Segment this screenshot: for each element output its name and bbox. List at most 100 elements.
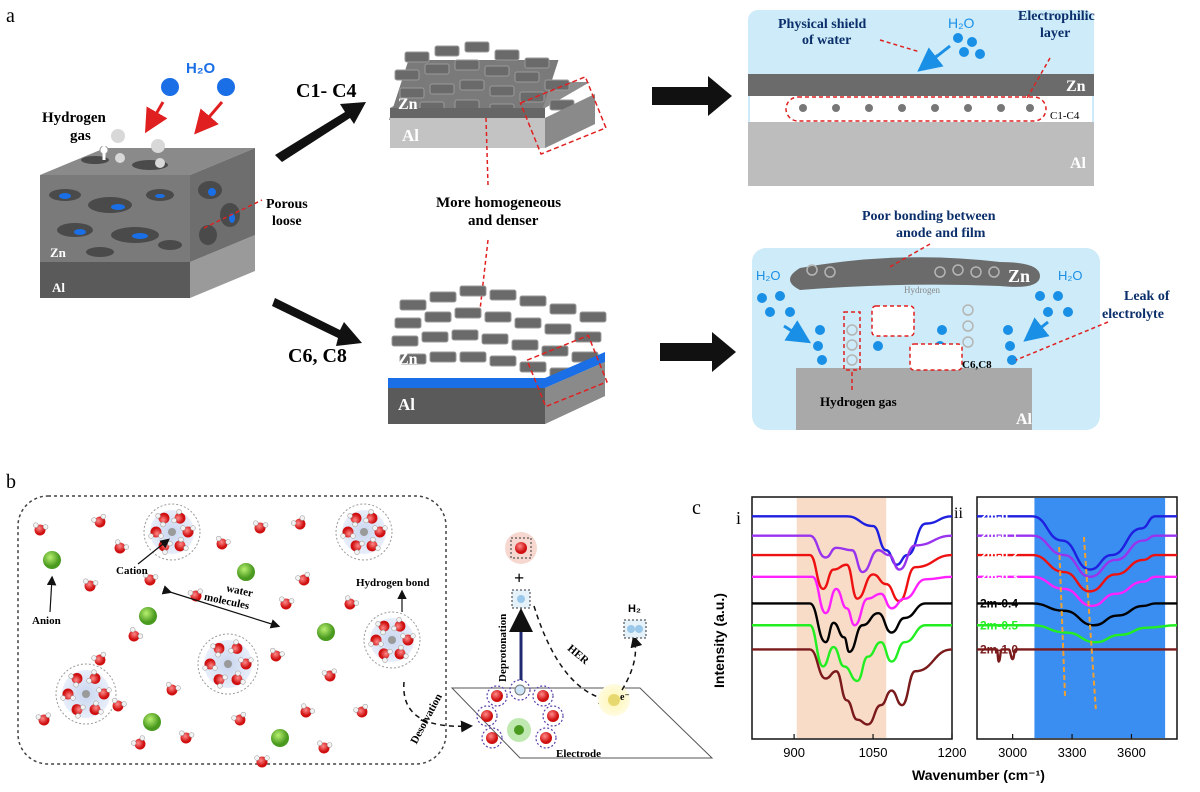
series-line <box>977 515 1177 571</box>
water-molecule-icon <box>202 658 218 671</box>
water-molecule-icon <box>131 735 146 750</box>
black-arrow-icon <box>652 76 732 116</box>
porous-zn-cube: Zn Al <box>40 148 255 298</box>
electron-label: e⁻ <box>620 692 630 703</box>
water-molecule-icon <box>363 509 378 524</box>
x-tick-label: 900 <box>783 745 805 760</box>
water-molecule-icon <box>91 513 106 528</box>
water-molecule-icon <box>180 525 196 538</box>
anion-icon <box>139 607 157 625</box>
anion-icon <box>43 551 61 569</box>
series-line <box>752 575 953 627</box>
water-molecule-icon <box>353 703 368 718</box>
red-arrow-icon <box>194 101 224 135</box>
water-molecule-icon <box>128 627 144 642</box>
water-molecule-icon <box>317 740 333 754</box>
chart-x-axis-label: Wavenumber (cm⁻¹) <box>912 767 1045 783</box>
red-arrow-icon <box>145 101 168 134</box>
black-arrow-icon <box>275 102 366 162</box>
legend-label: 2m-0 <box>980 509 1008 523</box>
hydrogen-bubbles <box>99 129 165 168</box>
h2-label: H₂ <box>628 603 641 615</box>
panel-label-a: a <box>6 5 15 27</box>
block-bottom-al-label: Al <box>398 395 415 414</box>
water-molecule-icon <box>33 522 49 536</box>
legend-label: 2m-0.5 <box>980 618 1018 632</box>
water-molecule-icon <box>228 639 243 654</box>
water-molecule-icon <box>300 703 315 718</box>
series-line <box>976 553 1177 593</box>
deprotonation-path: + Deprotonation <box>497 532 537 682</box>
water-molecule-icon <box>68 672 83 688</box>
legend-label: 2m-0.3 <box>980 570 1018 584</box>
shield-chain-label: C1-C4 <box>1050 110 1080 122</box>
peak-guide-line <box>1058 546 1067 700</box>
shield-zn-label: Zn <box>1066 78 1086 95</box>
her-arrow-icon <box>533 605 611 705</box>
series-line <box>977 575 1177 608</box>
water-molecule-icon <box>114 539 129 554</box>
series-line <box>752 648 953 726</box>
water-molecule-icon <box>174 536 189 552</box>
water-molecule-icon <box>378 648 393 663</box>
route-bottom-label: C6, C8 <box>288 345 347 367</box>
water-molecule-icon <box>231 670 246 686</box>
hydrogen-bond-label: Hydrogen bond <box>356 577 429 589</box>
water-molecule-icon <box>291 515 306 530</box>
desolvation-arrow-icon <box>403 681 473 733</box>
shield-h2o-label: H₂O <box>948 15 975 31</box>
water-inflow-arrow-icon <box>1023 317 1050 342</box>
her-label: HER <box>565 643 592 668</box>
water-drop-icon <box>161 78 179 96</box>
legend-label: 2m-0.2 <box>980 548 1018 562</box>
plus-sign: + <box>514 568 524 588</box>
series-line <box>751 553 953 603</box>
water-molecule-icon <box>270 647 285 662</box>
chart-y-axis-label: Intensity (a.u.) <box>711 593 727 688</box>
anion-icon <box>143 713 161 731</box>
leak-h2o-left-label: H₂O <box>756 268 781 283</box>
anion-icon <box>237 563 255 581</box>
anion-icon <box>271 729 289 747</box>
water-molecule-icon <box>89 700 104 716</box>
x-tick-label: 3000 <box>998 745 1027 760</box>
water-molecule-icon <box>96 687 112 700</box>
water-molecule-icon <box>368 634 384 647</box>
leak-h2o-right-label: H₂O <box>1058 268 1083 283</box>
cube-zn-label: Zn <box>50 245 67 260</box>
water-molecule-icon <box>60 688 76 701</box>
water-molecule-icon <box>340 526 356 539</box>
cation-label: Cation <box>116 565 148 577</box>
water-molecule-icon <box>394 644 409 660</box>
water-molecule-icon <box>35 712 51 726</box>
legend-label: 2m-1.0 <box>980 642 1018 656</box>
cross-icon: ✕ <box>925 50 940 70</box>
leak-zn-label: Zn <box>1008 266 1030 286</box>
water-molecule-icon <box>213 674 228 689</box>
x-tick-label: 3600 <box>1117 745 1146 760</box>
x-tick-label: 3300 <box>1058 745 1087 760</box>
block-top-zn-label: Zn <box>398 96 418 113</box>
water-molecule-icon <box>350 540 365 555</box>
plot-frame <box>751 496 953 740</box>
x-tick-label: 1050 <box>859 745 888 760</box>
series-line <box>976 534 1177 579</box>
water-drop-icon <box>217 78 235 96</box>
water-molecule-icon <box>375 620 390 636</box>
chart-ii-panel-label: ii <box>954 505 963 522</box>
water-molecule-icon <box>112 697 127 712</box>
water-molecule-icon <box>210 642 225 658</box>
chart-ii: 2m-02m-0.12m-0.22m-0.32m-0.42m-0.52m-1.0… <box>976 496 1178 760</box>
dense-zn-block-bottom: Zn Al <box>388 285 608 424</box>
water-molecule-icon <box>347 512 362 528</box>
series-line <box>751 534 953 574</box>
water-molecule-icon <box>391 617 406 632</box>
series-line <box>977 624 1178 644</box>
